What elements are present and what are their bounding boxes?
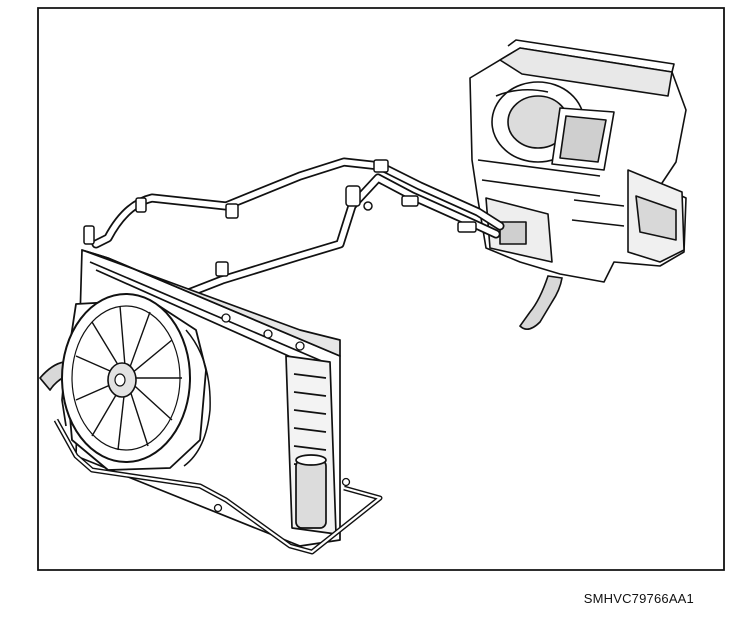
mounting-bolts bbox=[215, 314, 350, 512]
cooling-fan bbox=[62, 294, 210, 470]
figure-code-label: SMHVC79766AA1 bbox=[583, 591, 694, 606]
border-frame bbox=[38, 8, 724, 570]
refrigerant-lines bbox=[96, 162, 500, 294]
hvac-housing bbox=[470, 40, 686, 282]
hose-fittings bbox=[84, 160, 476, 276]
drain-hose bbox=[520, 276, 562, 329]
